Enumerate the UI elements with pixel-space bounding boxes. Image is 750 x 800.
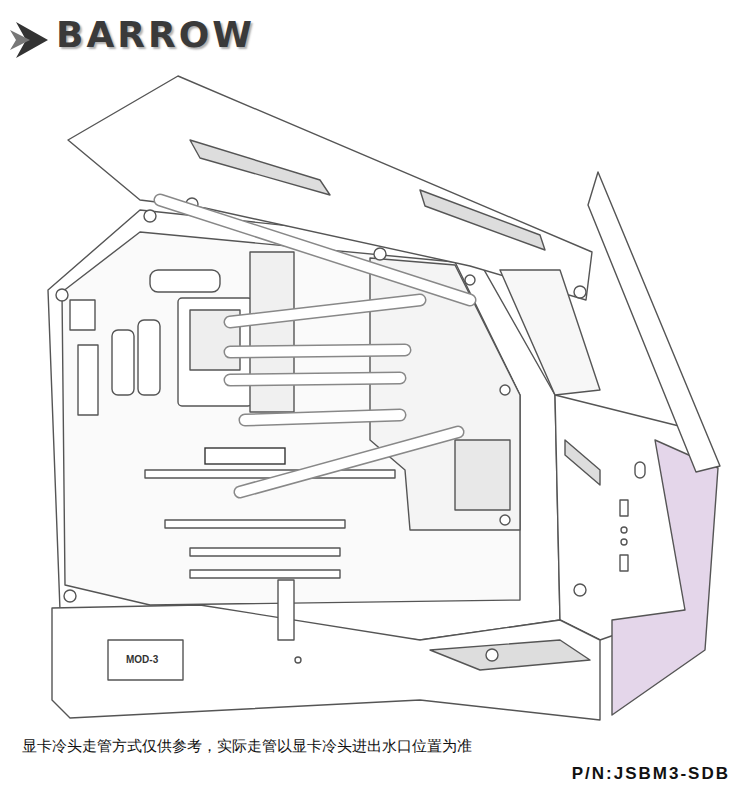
part-number: P/N:JSBM3-SDB	[572, 764, 730, 784]
pcie-slot	[190, 548, 340, 556]
plate-label: MOD-3	[126, 654, 158, 665]
tube-bracket	[205, 448, 285, 464]
wing-groove	[190, 140, 330, 195]
pcie-slot	[145, 470, 395, 478]
cutout	[112, 330, 134, 395]
audio-jack	[621, 539, 627, 545]
brand-logo: BARROW	[56, 14, 255, 55]
audio-jack	[621, 527, 627, 533]
ram-slots	[250, 252, 294, 412]
name-plate	[108, 640, 183, 680]
top-wing	[68, 76, 592, 300]
front-face	[612, 440, 718, 715]
base	[52, 605, 600, 720]
note-caption: 显卡冷头走管方式仅供参考，实际走管以显卡冷头进出水口位置为准	[22, 737, 472, 756]
usb-port	[620, 500, 628, 516]
cutout	[70, 300, 95, 330]
gpu-bracket	[278, 580, 294, 640]
water-tubes	[160, 200, 470, 492]
cutout	[150, 270, 220, 292]
chassis-body	[48, 210, 560, 640]
right-wing	[588, 172, 720, 472]
heatsink	[455, 440, 510, 510]
pcie-slot	[190, 570, 340, 578]
side-frame	[500, 270, 600, 395]
usb-port	[620, 555, 628, 571]
pcie-slot	[165, 520, 345, 528]
power-button	[635, 462, 645, 478]
base-groove	[430, 640, 590, 670]
cutout	[78, 345, 98, 415]
wing-groove	[420, 190, 545, 250]
cutout	[138, 320, 160, 395]
front-groove	[565, 440, 600, 485]
logo-chevron	[10, 22, 48, 58]
